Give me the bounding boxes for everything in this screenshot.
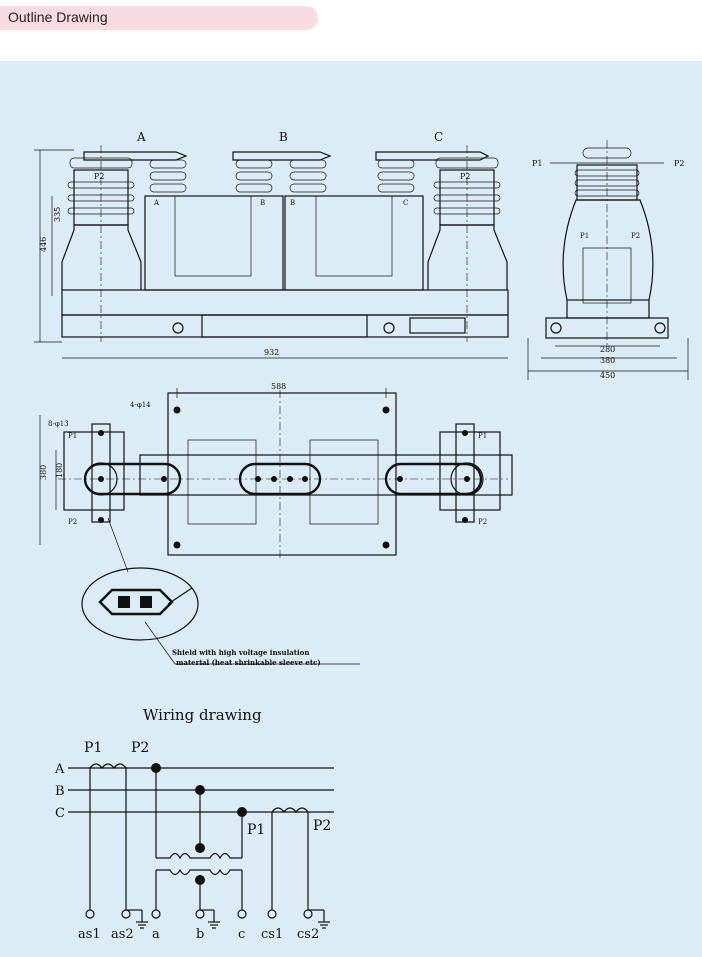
dim-height-body: 335 [53, 207, 62, 222]
section-title: Outline Drawing [8, 9, 108, 25]
top-left-p2: P2 [68, 518, 77, 526]
body-label-b1: B [260, 199, 265, 207]
shield-detail: Shield with high voltage insulation mate… [81, 517, 360, 667]
terminal-b: b [196, 927, 204, 942]
top-hole-label-2: 8-φ13 [48, 420, 69, 428]
terminal-label-right: P2 [460, 172, 470, 181]
dim-height-total: 446 [39, 237, 48, 252]
terminal-a: a [152, 927, 160, 942]
primary-right-p2: P2 [313, 818, 331, 834]
front-view: A B C P2 P2 A B B C 446 335 932 [34, 130, 509, 359]
wiring-drawing: Wiring drawing A B C P1 P2 P1 P2 [54, 706, 334, 942]
top-dim-180: 180 [55, 463, 64, 478]
side-dim-280: 280 [600, 345, 615, 354]
wiring-title: Wiring drawing [143, 706, 262, 724]
phase-label-b: B [279, 130, 288, 144]
line-label-b: B [55, 784, 65, 799]
body-label-b2: B [290, 199, 295, 207]
line-label-a: A [54, 762, 65, 777]
side-dim-380: 380 [600, 356, 615, 365]
detail-note-line1: Shield with high voltage insulation [172, 648, 309, 657]
top-view: 588 4-φ14 8-φ13 380 180 P1 P2 P1 P2 [39, 382, 513, 560]
dim-width-total: 932 [264, 348, 279, 357]
line-label-c: C [55, 806, 65, 821]
top-dim-588: 588 [271, 382, 286, 391]
terminal-c: c [238, 927, 245, 942]
terminal-as1: as1 [78, 927, 101, 942]
side-terminal-p2: P2 [674, 159, 684, 168]
primary-left-p2: P2 [131, 740, 149, 756]
drawing-panel [0, 61, 702, 957]
terminal-cs2: cs2 [297, 927, 319, 942]
body-label-a: A [153, 199, 160, 207]
body-label-c: C [403, 199, 408, 207]
detail-note-line2: material (heat shrinkable sleeve etc) [176, 658, 321, 667]
side-terminal-p1: P1 [532, 159, 542, 168]
side-inner-p2: P2 [631, 232, 640, 240]
top-dim-380: 380 [39, 465, 48, 480]
top-right-p1: P1 [478, 432, 487, 440]
top-hole-label-1: 4-φ14 [130, 401, 151, 409]
phase-label-a: A [136, 130, 146, 144]
primary-right-p1: P1 [247, 822, 265, 838]
side-dim-450: 450 [600, 371, 615, 380]
terminal-as2: as2 [111, 927, 134, 942]
side-view: P1 P2 P1 P2 280 380 450 [527, 140, 689, 380]
side-inner-p1: P1 [580, 232, 589, 240]
top-right-p2: P2 [478, 518, 487, 526]
terminal-label-left: P2 [94, 172, 104, 181]
phase-label-c: C [434, 130, 443, 144]
section-header-tab: Outline Drawing [0, 6, 318, 30]
primary-left-p1: P1 [84, 740, 102, 756]
terminal-cs1: cs1 [261, 927, 283, 942]
top-left-p1: P1 [68, 432, 77, 440]
